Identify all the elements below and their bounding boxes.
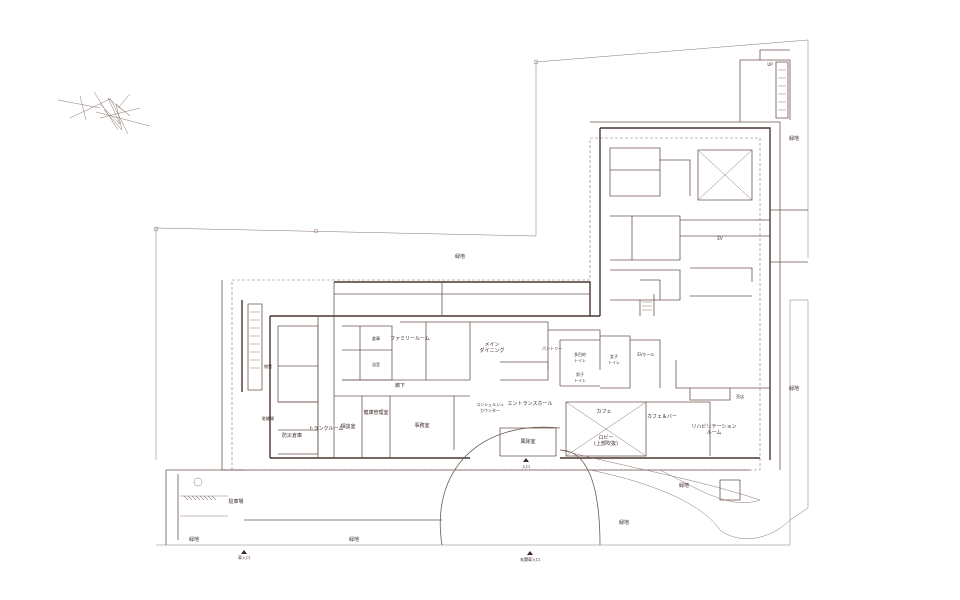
label-midori-top: 緑地: [455, 253, 465, 260]
label-entrance-hall: エントランスホール: [508, 401, 553, 407]
label-midori-cafe-south: 緑地: [619, 519, 629, 526]
label-concierge: コンシェルジュカウンター: [476, 402, 504, 413]
label-rehab-room: リハビリテーションルーム: [692, 423, 737, 436]
entry-markers: [241, 458, 533, 555]
label-shower: 浴室: [372, 361, 380, 367]
building-setback: [231, 137, 761, 471]
compass-rose-icon: [57, 91, 151, 135]
central-rooms: [499, 329, 770, 457]
label-midori-right-lower: 緑地: [789, 385, 799, 392]
building-walls: [221, 49, 791, 471]
label-family-room: ファミリールーム: [390, 336, 430, 342]
site-boundary: [153, 39, 809, 546]
north-utility-rooms: [342, 321, 549, 381]
label-health-room: 健康管理室: [363, 409, 388, 416]
label-main-dining: メインダイニング: [479, 342, 504, 354]
label-office: 事務室: [414, 422, 429, 429]
label-parking: 駐車場: [228, 498, 243, 505]
label-toilet-m: 男子トイレ: [574, 371, 586, 383]
parking-area: [165, 469, 442, 545]
northeast-rooms: [609, 147, 808, 316]
label-toilet-mf: 多目的トイレ: [574, 351, 586, 363]
label-safe: 防災倉庫: [282, 432, 302, 439]
label-bicycle: 駐輪場: [262, 415, 274, 421]
label-toilet-f: 女子トイレ: [608, 353, 620, 365]
label-corridor: 廊下: [395, 382, 405, 389]
room-labels: 緑地 緑地 緑地 緑地 緑地 緑地 緑地 駐車場 車入口 玄関車入口 入口 ファ…: [189, 62, 799, 562]
stair-west: [247, 303, 263, 391]
label-midori-right-upper: 緑地: [789, 135, 799, 142]
label-entrance-small: 入口: [522, 464, 530, 469]
label-sub-entrance: 車入口: [238, 554, 250, 560]
label-cafe-bar: カフェ＆バー: [647, 414, 677, 420]
label-main-entrance: 玄関車入口: [520, 556, 540, 562]
label-storage2: 物置: [264, 363, 272, 369]
label-elev: EV: [717, 236, 723, 241]
label-kitchen-small: パントリー: [542, 346, 562, 351]
stair-east: [719, 61, 789, 501]
label-reception: 風除室: [520, 438, 535, 445]
entrance-drive: [439, 426, 791, 546]
label-storage: 倉庫: [372, 335, 380, 341]
label-lobby: ロビー(上部吹抜): [594, 434, 618, 447]
label-up: UP: [767, 62, 773, 67]
label-cafe: カフェ: [596, 409, 611, 415]
label-store: 売店: [736, 393, 744, 399]
label-consult-room: 相談室: [340, 423, 355, 430]
label-midori-bottom-left: 緑地: [189, 536, 199, 543]
label-midori-bottom-center: 緑地: [349, 536, 359, 543]
label-midori-east-lower: 緑地: [679, 482, 689, 489]
label-lounge: トランクルーム: [309, 426, 344, 432]
label-elevator-hall: EVホール: [637, 352, 654, 357]
west-rooms: [277, 316, 470, 458]
